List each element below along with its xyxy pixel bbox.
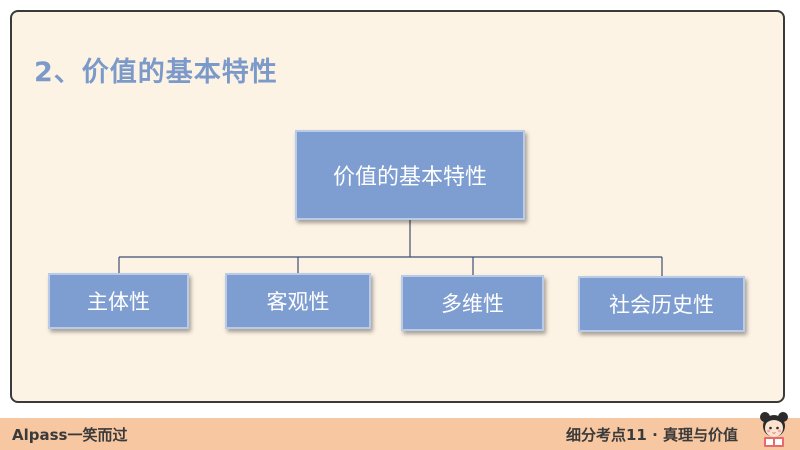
slide-heading: 2、价值的基本特性 — [34, 57, 278, 88]
footer-brand: Alpass一笑而过 — [12, 426, 128, 444]
child-node-box: 社会历史性 — [578, 276, 745, 332]
child-node-box: 多维性 — [401, 275, 544, 331]
girl-mascot-icon — [760, 412, 788, 447]
root-node-box: 价值的基本特性 — [295, 130, 525, 220]
child-node-label: 多维性 — [441, 292, 504, 316]
child-node-label: 主体性 — [87, 290, 150, 314]
child-node-label: 客观性 — [266, 290, 330, 314]
child-node-box: 主体性 — [48, 273, 189, 329]
child-node-label: 社会历史性 — [609, 293, 714, 317]
child-node-box: 客观性 — [225, 273, 371, 329]
root-node-label: 价值的基本特性 — [332, 165, 487, 190]
footer-bar: Alpass一笑而过 细分考点11 · 真理与价值 — [0, 418, 800, 450]
footer-topic: 细分考点11 · 真理与价值 — [565, 426, 738, 444]
